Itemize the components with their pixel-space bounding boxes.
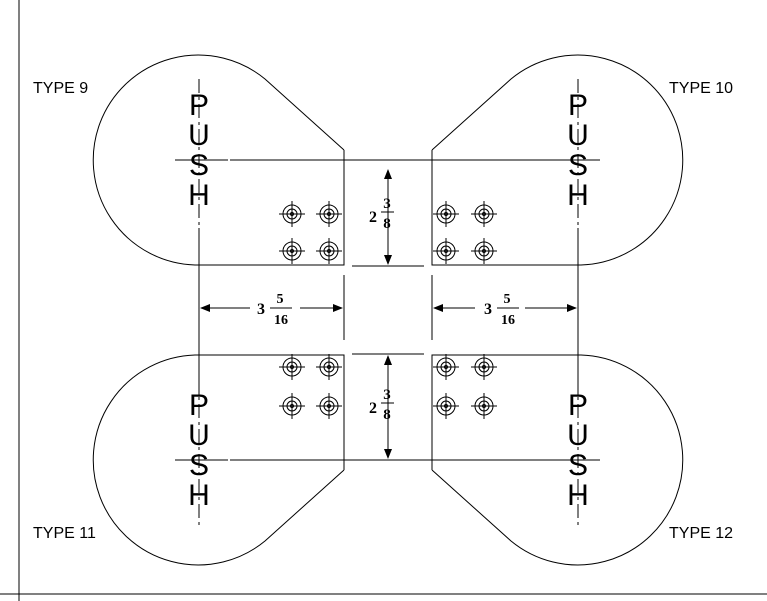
push-letter: U	[567, 119, 589, 152]
push-letter: H	[188, 479, 210, 512]
push-letter: P	[189, 89, 209, 122]
label-type-11: TYPE 11	[33, 525, 96, 542]
plate-type-9	[92, 54, 345, 266]
push-letter: S	[568, 449, 588, 482]
svg-text:5: 5	[504, 292, 511, 307]
plate-type-12	[431, 354, 684, 566]
label-type-9: TYPE 9	[33, 80, 88, 97]
fastener-hole	[433, 238, 459, 264]
push-letter: U	[567, 419, 589, 452]
svg-text:2: 2	[369, 400, 377, 417]
svg-text:8: 8	[383, 407, 391, 423]
push-letter: U	[188, 119, 210, 152]
fastener-hole	[471, 238, 497, 264]
label-type-12: TYPE 12	[669, 525, 733, 542]
svg-text:3: 3	[383, 387, 391, 403]
push-letter: P	[568, 89, 588, 122]
fastener-hole	[471, 201, 497, 227]
push-letter: S	[189, 149, 209, 182]
dimension-label-horizontal-left: 3 5 16	[257, 292, 292, 328]
dimension-label-vertical-bottom: 2 3 8	[369, 387, 394, 423]
fastener-hole	[316, 354, 342, 380]
svg-text:5: 5	[277, 292, 284, 307]
svg-text:16: 16	[274, 313, 288, 328]
fastener-hole	[433, 354, 459, 380]
svg-text:8: 8	[383, 216, 391, 232]
fastener-hole	[433, 393, 459, 419]
fastener-hole	[279, 393, 305, 419]
fastener-hole	[471, 354, 497, 380]
push-letter: S	[568, 149, 588, 182]
fastener-holes	[279, 201, 497, 419]
push-letter: S	[189, 449, 209, 482]
fastener-hole	[471, 393, 497, 419]
push-letter: U	[188, 419, 210, 452]
push-letter: H	[188, 179, 210, 212]
plate-type-10	[431, 54, 684, 266]
fastener-hole	[279, 354, 305, 380]
fastener-hole	[279, 238, 305, 264]
push-letter: P	[189, 389, 209, 422]
push-letter: H	[567, 479, 589, 512]
fastener-hole	[279, 201, 305, 227]
fastener-hole	[433, 201, 459, 227]
svg-text:3: 3	[257, 301, 265, 318]
label-type-10: TYPE 10	[669, 80, 733, 97]
fastener-hole	[316, 201, 342, 227]
fastener-hole	[316, 393, 342, 419]
svg-text:3: 3	[484, 301, 492, 318]
fastener-hole	[316, 238, 342, 264]
svg-text:3: 3	[383, 196, 391, 212]
plate-type-11	[92, 354, 345, 566]
svg-text:16: 16	[501, 313, 515, 328]
push-letter: P	[568, 389, 588, 422]
push-letter: H	[567, 179, 589, 212]
svg-text:2: 2	[369, 209, 377, 226]
dimension-label-vertical-top: 2 3 8	[369, 196, 394, 232]
dimension-label-horizontal-right: 3 5 16	[484, 292, 519, 328]
